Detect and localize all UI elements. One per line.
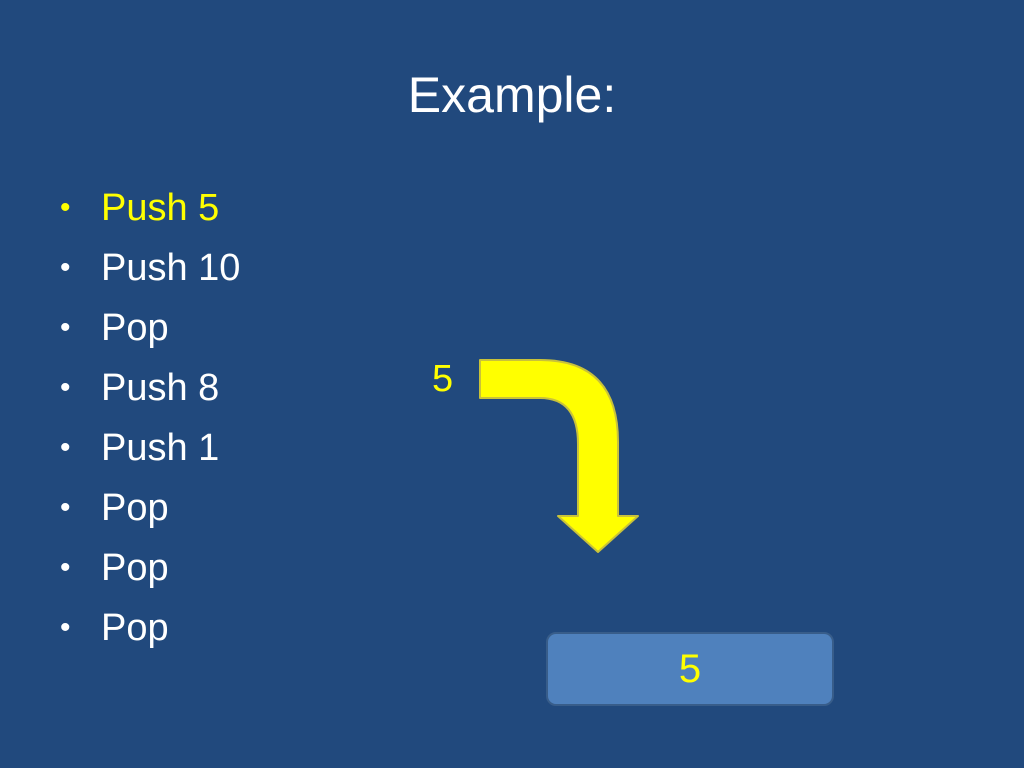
operation-label: Pop <box>101 307 169 349</box>
operation-label: Pop <box>101 547 169 589</box>
stack-element: 5 <box>546 632 834 706</box>
incoming-value: 5 <box>432 358 454 400</box>
operation-label: Push 10 <box>101 247 241 289</box>
bullet-icon: • <box>60 371 71 404</box>
operation-label: Pop <box>101 607 169 649</box>
bullet-icon: • <box>60 431 71 464</box>
push-arrow-icon <box>479 359 639 553</box>
bullet-icon: • <box>60 251 71 284</box>
bullet-icon: • <box>60 611 71 644</box>
bullet-icon: • <box>60 311 71 344</box>
operation-label: Push 8 <box>101 367 220 409</box>
operation-label: Push 5 <box>101 187 220 229</box>
operation-label: Pop <box>101 487 169 529</box>
bullet-icon: • <box>60 551 71 584</box>
operation-label: Push 1 <box>101 427 220 469</box>
bullet-icon: • <box>60 491 71 524</box>
bullet-icon: • <box>60 191 71 224</box>
slide-title: Example: <box>407 67 617 123</box>
